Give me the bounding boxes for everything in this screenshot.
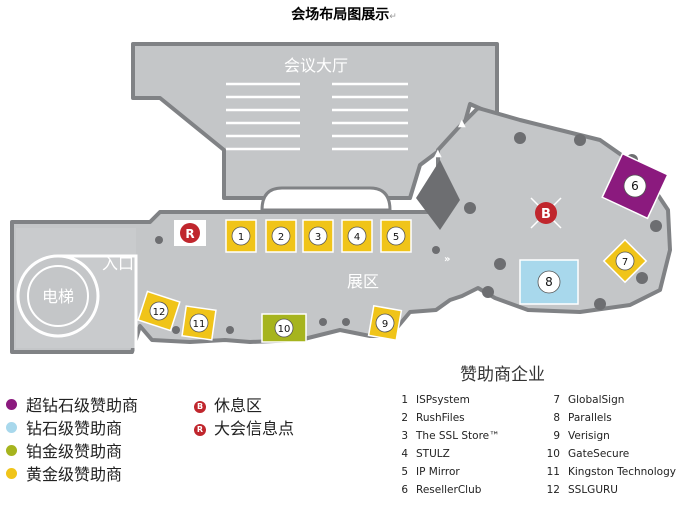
sponsor-number: 8 bbox=[553, 412, 560, 424]
sponsor-name: RushFiles bbox=[416, 412, 465, 424]
booth-number: 6 bbox=[631, 179, 639, 193]
legend-silver: 钻石级赞助商 bbox=[6, 415, 122, 439]
sponsor-name: SSLGURU bbox=[568, 484, 618, 496]
sponsor-name: ResellerClub bbox=[416, 484, 482, 496]
elevator-label: 电梯 bbox=[42, 287, 74, 306]
legend-platinum: 铂金级赞助商 bbox=[6, 438, 122, 462]
booth-5[interactable]: 5 bbox=[380, 219, 412, 253]
sponsor-item: 4 STULZ bbox=[392, 448, 450, 460]
sponsor-number: 10 bbox=[546, 448, 560, 460]
booth-10[interactable]: 10 bbox=[261, 313, 307, 343]
svg-text:R: R bbox=[185, 227, 194, 241]
booth-number: 8 bbox=[545, 275, 553, 289]
sponsor-name: Parallels bbox=[568, 412, 612, 424]
elevator bbox=[16, 254, 138, 352]
booth-number: 11 bbox=[193, 319, 206, 330]
sponsor-name: ISPsystem bbox=[416, 394, 470, 406]
sponsor-number: 7 bbox=[553, 394, 560, 406]
svg-text:▲: ▲ bbox=[434, 148, 442, 159]
sponsor-list-title: 赞助商企业 bbox=[460, 365, 545, 385]
booth-2[interactable]: 2 bbox=[265, 219, 297, 253]
sponsor-name: Verisign bbox=[568, 430, 610, 442]
booth-7[interactable]: 7 bbox=[602, 238, 648, 284]
svg-text:»: » bbox=[444, 254, 450, 265]
booth-number: 7 bbox=[622, 257, 628, 268]
svg-text:▲: ▲ bbox=[458, 118, 466, 129]
info-icon: R bbox=[194, 424, 206, 436]
booth-1[interactable]: 1 bbox=[225, 219, 257, 253]
booth-4[interactable]: 4 bbox=[341, 219, 373, 253]
info-point-marker[interactable]: R bbox=[174, 220, 206, 246]
booth-number: 4 bbox=[354, 232, 360, 243]
map-title: 会场布局图展示↵ bbox=[291, 7, 397, 23]
legend-diamond: 超钻石级赞助商 bbox=[6, 392, 138, 416]
booth-number: 5 bbox=[393, 232, 399, 243]
sponsor-name: GlobalSign bbox=[568, 394, 625, 406]
sponsor-item: 3 The SSL Store™ bbox=[392, 430, 500, 442]
stage bbox=[260, 186, 392, 212]
booth-number: 12 bbox=[153, 307, 166, 318]
booth-3[interactable]: 3 bbox=[302, 219, 334, 253]
wall-wedge bbox=[416, 160, 460, 230]
sponsor-item: 6 ResellerClub bbox=[392, 484, 481, 496]
sponsor-number: 1 bbox=[401, 394, 408, 406]
sponsor-item: 8 Parallels bbox=[544, 412, 612, 424]
svg-text:B: B bbox=[541, 207, 551, 222]
sponsor-number: 4 bbox=[401, 448, 408, 460]
sponsor-item: 7 GlobalSign bbox=[544, 394, 624, 406]
booth-6[interactable]: 6 bbox=[601, 152, 669, 220]
hall-label: 会议大厅 bbox=[284, 56, 348, 75]
sponsor-item: 10 GateSecure bbox=[544, 448, 630, 460]
sponsor-number: 12 bbox=[546, 484, 560, 496]
sponsor-number: 3 bbox=[401, 430, 408, 442]
booth-9[interactable]: 9 bbox=[367, 304, 403, 342]
sponsor-number: 9 bbox=[553, 430, 560, 442]
sponsor-item: 2 RushFiles bbox=[392, 412, 465, 424]
exhibition-label: 展区 bbox=[347, 272, 379, 291]
platinum-dot bbox=[6, 445, 17, 456]
gold-dot bbox=[6, 468, 17, 479]
sponsor-number: 2 bbox=[401, 412, 408, 424]
sponsor-item: 5 IP Mirror bbox=[392, 466, 460, 478]
building-outline bbox=[10, 42, 672, 354]
legend-gold: 黄金级赞助商 bbox=[6, 461, 122, 485]
rest-area-marker[interactable]: B bbox=[530, 197, 562, 229]
sponsor-item: 1 ISPsystem bbox=[392, 394, 470, 406]
booth-12[interactable]: 12 bbox=[137, 290, 181, 332]
sponsor-number: 11 bbox=[546, 466, 560, 478]
sponsor-name: STULZ bbox=[416, 448, 450, 460]
sponsor-item: 12 SSLGURU bbox=[544, 484, 618, 496]
sponsor-number: 5 bbox=[401, 466, 408, 478]
hall-seating bbox=[226, 82, 408, 151]
booth-number: 2 bbox=[278, 232, 284, 243]
sponsor-number: 6 bbox=[401, 484, 408, 496]
booth-8[interactable]: 8 bbox=[519, 259, 579, 305]
entrance-label: 入口 bbox=[102, 254, 134, 273]
sponsor-name: IP Mirror bbox=[416, 466, 460, 478]
sponsor-item: 11 Kingston Technology bbox=[544, 466, 676, 478]
direction-arrows: ▲ ▲ » bbox=[434, 118, 466, 265]
sponsor-name: Kingston Technology bbox=[568, 466, 676, 478]
sponsor-item: 9 Verisign bbox=[544, 430, 610, 442]
booth-11[interactable]: 11 bbox=[181, 305, 217, 341]
booth-number: 9 bbox=[382, 319, 388, 330]
sponsor-name: The SSL Store™ bbox=[416, 430, 500, 442]
sponsor-name: GateSecure bbox=[568, 448, 630, 460]
booth-number: 1 bbox=[238, 232, 244, 243]
silver-dot bbox=[6, 422, 17, 433]
rest-icon: B bbox=[194, 401, 206, 413]
booth-number: 10 bbox=[278, 324, 291, 335]
booth-number: 3 bbox=[315, 232, 321, 243]
diamond-dot bbox=[6, 399, 17, 410]
